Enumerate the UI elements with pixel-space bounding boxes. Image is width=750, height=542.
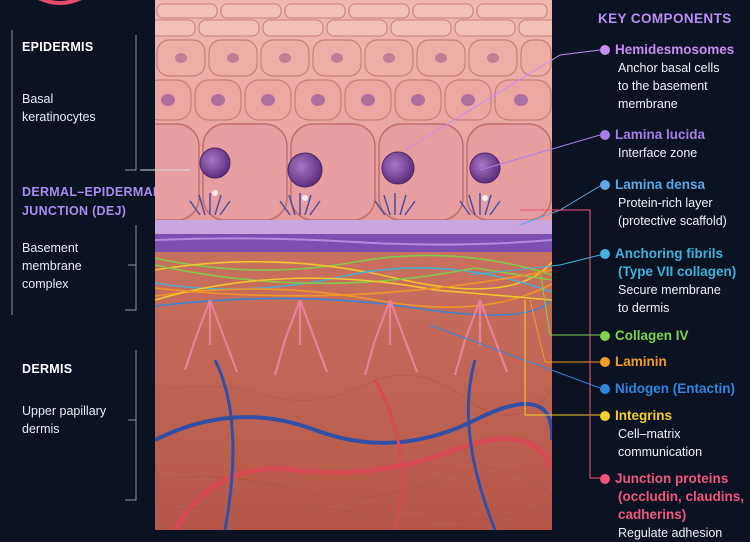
violet-dot-icon	[600, 130, 610, 140]
purple-dot-icon	[600, 45, 610, 55]
dark-blue-dot-icon	[600, 384, 610, 394]
component-junction-proteins: Junction proteins (occludin, claudins, c…	[600, 470, 744, 542]
component-collagen-iv: Collagen IV	[600, 327, 689, 345]
cyan-dot-icon	[600, 249, 610, 259]
component-anchoring-fibrils: Anchoring fibrils (Type VII collagen) Se…	[600, 245, 736, 317]
green-dot-icon	[600, 331, 610, 341]
component-lamina-densa: Lamina densa Protein-rich layer(protecti…	[600, 176, 727, 230]
component-nidogen: Nidogen (Entactin)	[600, 380, 735, 398]
pink-dot-icon	[600, 474, 610, 484]
orange-dot-icon	[600, 357, 610, 367]
component-laminin: Laminin	[600, 353, 667, 371]
component-lamina-lucida: Lamina lucida Interface zone	[600, 126, 705, 162]
key-components-heading: KEY COMPONENTS	[598, 11, 732, 26]
blue-dot-icon	[600, 180, 610, 190]
yellow-dot-icon	[600, 411, 610, 421]
